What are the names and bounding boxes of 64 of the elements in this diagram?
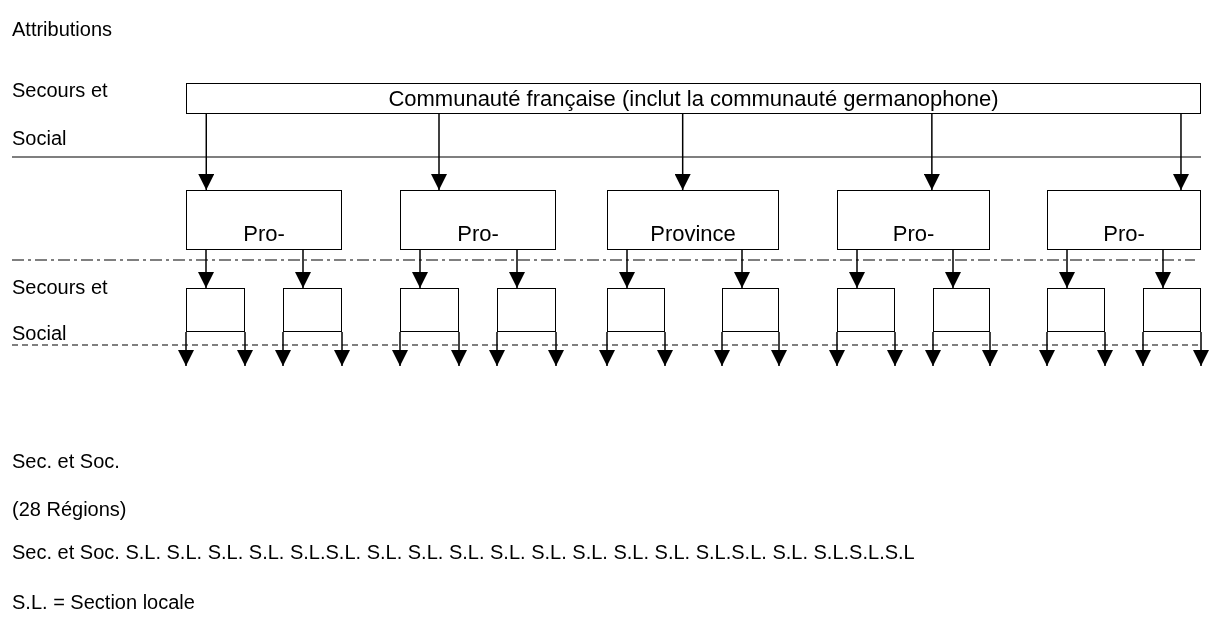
empty-box (722, 288, 779, 332)
empty-box (400, 288, 459, 332)
arrow (923, 113, 940, 191)
arrow (392, 331, 408, 367)
note-text: (28 Régions) (12, 497, 128, 522)
arrow (275, 331, 291, 367)
empty-box (1143, 288, 1201, 332)
province-box (400, 190, 556, 250)
arrow (849, 249, 865, 289)
arrow (178, 331, 194, 367)
note-text: Sec. et Soc. (12, 449, 121, 474)
arrow (1155, 249, 1171, 289)
empty-box (607, 288, 665, 332)
arrow (237, 331, 253, 367)
node-label: Pro- (1103, 221, 1145, 247)
node-label: Province (650, 221, 736, 247)
arrow (1193, 331, 1209, 367)
province-box (186, 190, 342, 250)
arrow (771, 331, 787, 367)
arrow (548, 331, 564, 367)
empty-box (933, 288, 990, 332)
province-box (1047, 190, 1201, 250)
arrow (412, 249, 428, 289)
arrow (295, 249, 311, 289)
empty-box (186, 288, 245, 332)
note-text: Sec. et Soc. S.L. S.L. S.L. S.L. S.L.S.L. S.L. S.L. S.L. S.L. S.L. S.L. S.L. S.L. S.L.S.L. S.L. S.L.S.L.S.L (12, 541, 916, 563)
arrow (334, 331, 350, 367)
node-label: Communauté française (inclut la communauté germanophone) (388, 85, 999, 112)
arrow (431, 113, 447, 191)
empty-box (1047, 288, 1105, 332)
empty-box (837, 288, 895, 332)
arrow (489, 331, 505, 367)
arrow (829, 331, 845, 367)
arrow (198, 113, 215, 191)
node-label: Pro- (892, 221, 935, 247)
arrow (1173, 113, 1189, 191)
province-box (607, 190, 779, 250)
arrow (1059, 249, 1075, 289)
node-label: Pro- (243, 221, 285, 247)
arrow (945, 249, 961, 289)
province-box (837, 190, 990, 250)
note-text: S.L. = Section locale (12, 590, 196, 615)
arrow (1039, 331, 1055, 367)
arrow (714, 331, 730, 367)
arrow (451, 331, 467, 367)
arrow (619, 249, 635, 289)
arrow (1135, 331, 1151, 367)
arrow (925, 331, 941, 367)
arrow (982, 331, 998, 367)
row-label: Attributions (12, 17, 114, 42)
row-label: Secours et Social (12, 275, 109, 346)
empty-box (283, 288, 342, 332)
arrow (674, 113, 691, 191)
arrow (887, 331, 903, 367)
row-label: Secours et Social (12, 78, 109, 151)
community-box (186, 83, 1201, 114)
arrow (599, 331, 615, 367)
arrow (509, 249, 525, 289)
arrow (734, 249, 750, 289)
arrow (657, 331, 673, 367)
empty-box (497, 288, 556, 332)
arrow (198, 249, 214, 289)
arrow (1097, 331, 1113, 367)
node-label: Pro- (457, 221, 499, 247)
